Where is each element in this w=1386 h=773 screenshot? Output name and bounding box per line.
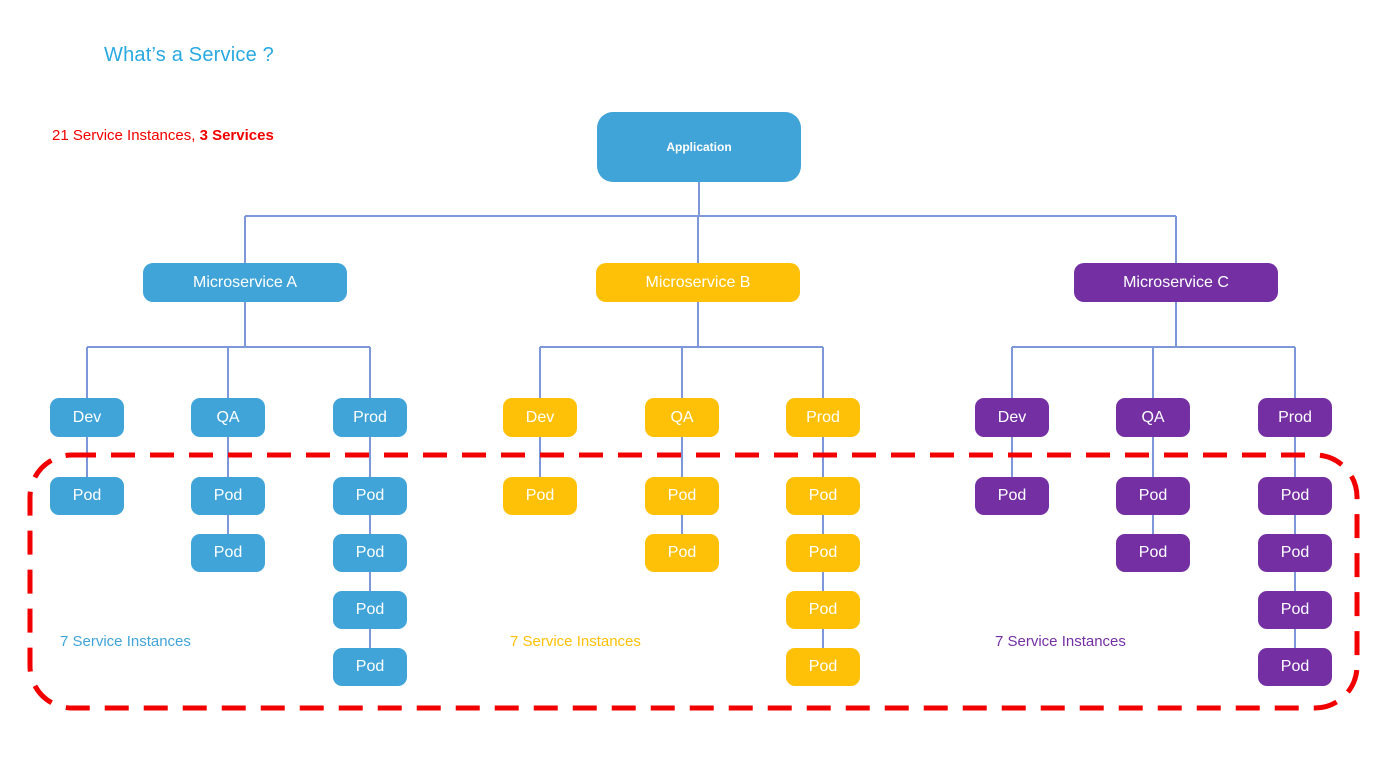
summary-text: 21 Service Instances, 3 Services <box>52 127 274 144</box>
node-pod: Pod <box>333 534 407 572</box>
summary-bold: 3 Services <box>199 127 274 144</box>
connector-line <box>245 215 1176 217</box>
connector-line <box>369 515 371 534</box>
node-microservice-a-dev: Dev <box>50 398 124 437</box>
node-pod: Pod <box>645 534 719 572</box>
node-pod: Pod <box>645 477 719 515</box>
connector-line <box>698 182 700 216</box>
connector-line <box>822 437 824 477</box>
connector-line <box>1294 515 1296 534</box>
node-microservice-c-dev: Dev <box>975 398 1049 437</box>
connector-line <box>244 216 246 263</box>
connector-line <box>681 515 683 534</box>
node-pod: Pod <box>50 477 124 515</box>
connector-line <box>1175 216 1177 263</box>
node-microservice-b-dev: Dev <box>503 398 577 437</box>
connector-line <box>822 629 824 648</box>
node-microservice-c: Microservice C <box>1074 263 1278 302</box>
connector-line <box>539 347 541 398</box>
node-pod: Pod <box>786 477 860 515</box>
group-instances-label: 7 Service Instances <box>510 633 641 650</box>
connector-line <box>369 572 371 591</box>
connector-line <box>227 347 229 398</box>
connector-line <box>369 347 371 398</box>
connector-line <box>86 437 88 477</box>
node-pod: Pod <box>1258 534 1332 572</box>
connector-line <box>1294 437 1296 477</box>
connector-line <box>1175 302 1177 347</box>
connector-line <box>1152 347 1154 398</box>
connector-line <box>1152 515 1154 534</box>
node-pod: Pod <box>1258 591 1332 629</box>
node-pod: Pod <box>1116 534 1190 572</box>
node-pod: Pod <box>191 534 265 572</box>
node-pod: Pod <box>503 477 577 515</box>
node-pod: Pod <box>1258 477 1332 515</box>
connector-line <box>1152 437 1154 477</box>
node-pod: Pod <box>975 477 1049 515</box>
node-pod: Pod <box>333 648 407 686</box>
node-pod: Pod <box>333 591 407 629</box>
node-microservice-b-prod: Prod <box>786 398 860 437</box>
node-microservice-b-qa: QA <box>645 398 719 437</box>
connector-line <box>244 302 246 347</box>
connector-line <box>1294 347 1296 398</box>
node-microservice-a: Microservice A <box>143 263 347 302</box>
page-title: What’s a Service ? <box>104 44 274 66</box>
connector-line <box>822 515 824 534</box>
connector-line <box>227 437 229 477</box>
connector-line <box>697 216 699 263</box>
group-instances-label: 7 Service Instances <box>60 633 191 650</box>
node-pod: Pod <box>333 477 407 515</box>
node-application: Application <box>597 112 801 182</box>
node-pod: Pod <box>786 534 860 572</box>
connector-line <box>369 437 371 477</box>
connector-line <box>539 437 541 477</box>
group-instances-label: 7 Service Instances <box>995 633 1126 650</box>
node-pod: Pod <box>1258 648 1332 686</box>
connector-line <box>369 629 371 648</box>
connector-line <box>697 302 699 347</box>
node-pod: Pod <box>191 477 265 515</box>
node-pod: Pod <box>786 648 860 686</box>
connector-line <box>822 572 824 591</box>
connector-line <box>86 347 88 398</box>
node-microservice-a-qa: QA <box>191 398 265 437</box>
node-pod: Pod <box>1116 477 1190 515</box>
connector-line <box>1294 572 1296 591</box>
node-microservice-a-prod: Prod <box>333 398 407 437</box>
connector-line <box>822 347 824 398</box>
connector-line <box>227 515 229 534</box>
connector-line <box>1011 437 1013 477</box>
connector-line <box>1011 347 1013 398</box>
summary-prefix: 21 Service Instances, <box>52 127 200 144</box>
node-microservice-c-qa: QA <box>1116 398 1190 437</box>
node-microservice-c-prod: Prod <box>1258 398 1332 437</box>
connector-line <box>681 347 683 398</box>
node-pod: Pod <box>786 591 860 629</box>
connector-line <box>681 437 683 477</box>
connector-line <box>1294 629 1296 648</box>
node-microservice-b: Microservice B <box>596 263 800 302</box>
